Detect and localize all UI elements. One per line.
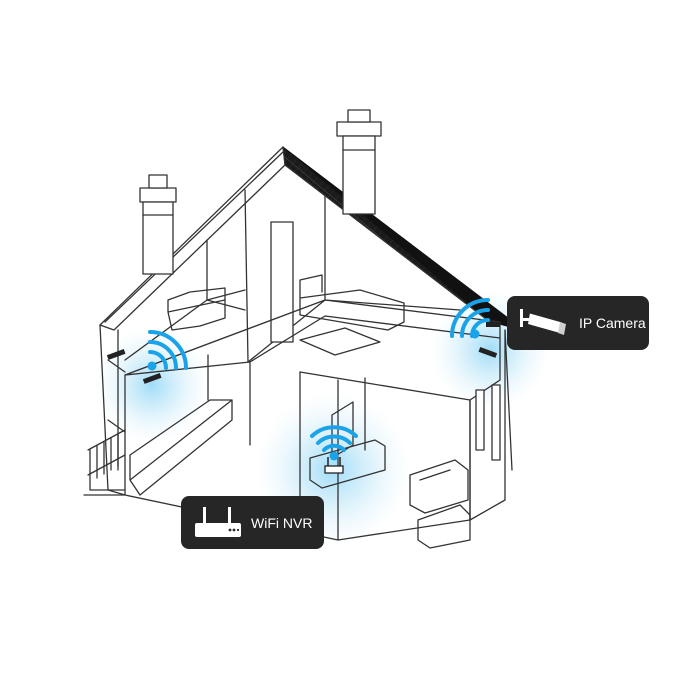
wifi-nvr-label: WiFi NVR [181, 496, 324, 549]
signal-glow-left [94, 327, 210, 443]
attic-walls [206, 189, 461, 363]
ip-camera-text: IP Camera [579, 315, 646, 331]
ground-sofa [129, 399, 233, 496]
attic-sofa [167, 287, 226, 331]
wifi-signal-center [310, 425, 358, 461]
attic-bed [299, 274, 405, 331]
ip-camera-icon [515, 303, 571, 343]
chimney-left [139, 174, 177, 275]
center-nvr-device [324, 457, 344, 474]
wifi-signal-right [450, 298, 490, 339]
wifi-signal-left [147, 330, 188, 371]
right-armchairs [409, 459, 471, 549]
chimney-right [336, 109, 382, 215]
tv-panel [331, 401, 354, 459]
tv-stand [309, 439, 386, 489]
wifi-nvr-text: WiFi NVR [251, 514, 313, 531]
ground-floor-walls [124, 337, 501, 541]
ip-camera-label: IP Camera [507, 296, 649, 350]
wifi-nvr-icon [191, 502, 245, 544]
entry-stairs [83, 429, 126, 496]
wall-cameras [106, 322, 500, 384]
